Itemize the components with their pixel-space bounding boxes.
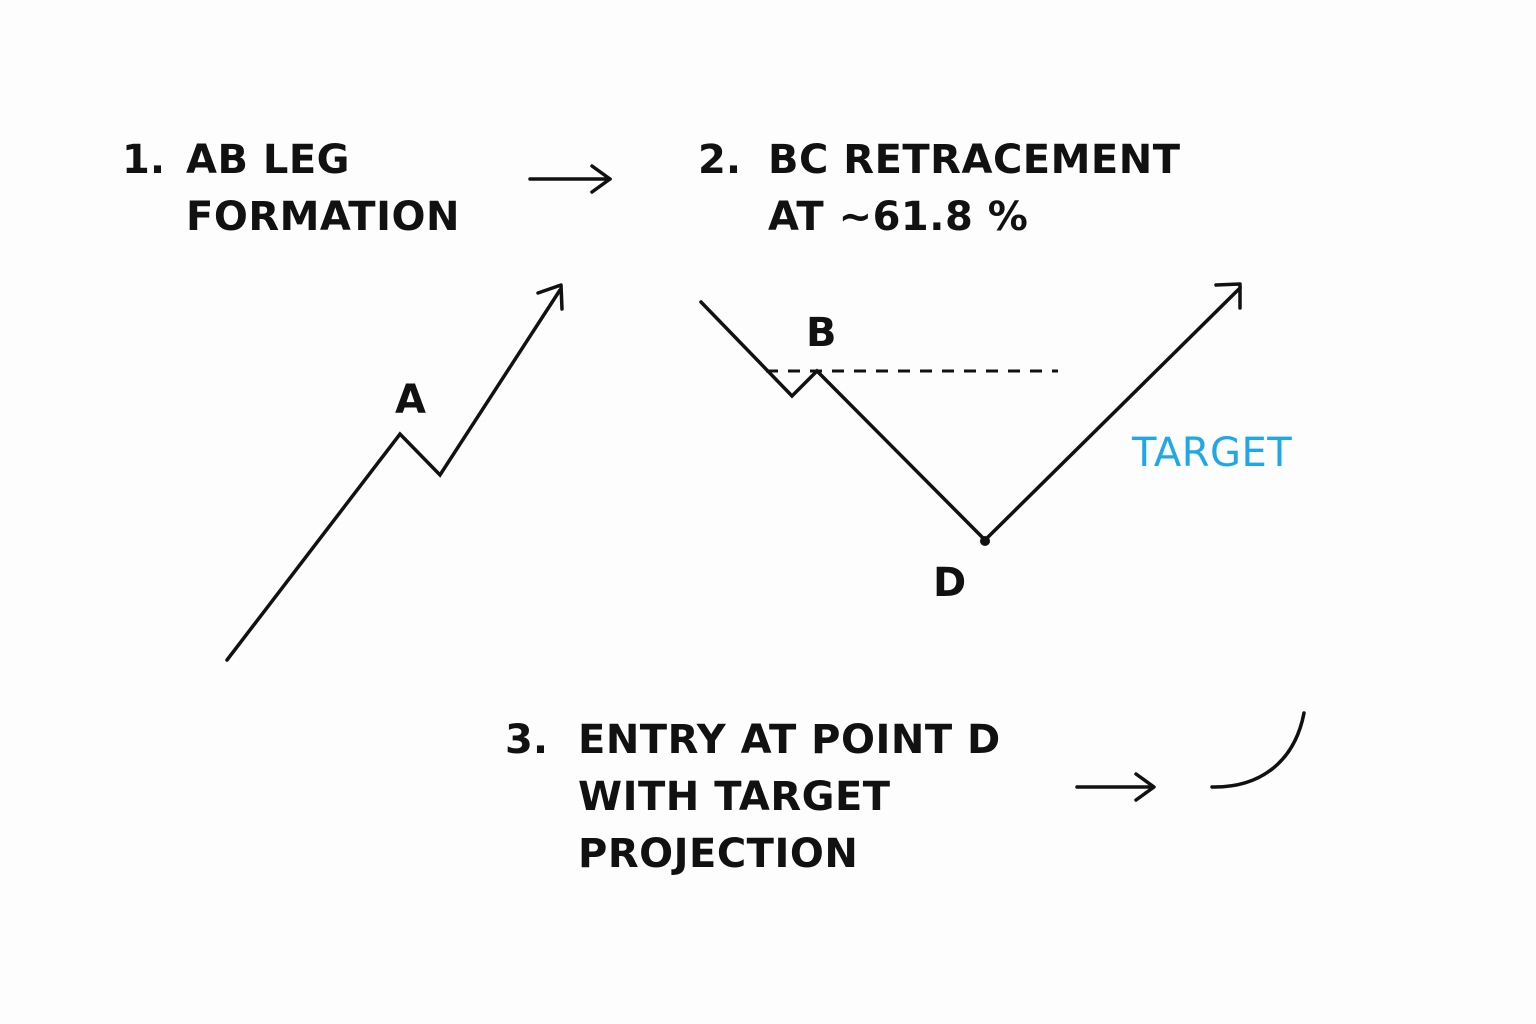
step-2-line-2: AT ~61.8 % — [768, 194, 1029, 240]
step-2-line-1: BC RETRACEMENT — [768, 137, 1181, 183]
step-1-line-2: FORMATION — [186, 194, 460, 240]
step-3-line-1: ENTRY AT POINT D — [578, 717, 1001, 763]
projection-curve — [1210, 711, 1306, 789]
bcd-pattern-path — [699, 282, 1242, 543]
point-a-label: A — [395, 377, 426, 423]
step-1-line-1: AB LEG — [186, 137, 351, 183]
target-label: TARGET — [1132, 430, 1293, 476]
flow-arrow-3 — [1075, 772, 1156, 802]
target-arrowhead — [1214, 282, 1242, 310]
flow-arrow-1-to-2 — [528, 164, 612, 194]
step-3-number: 3. — [505, 717, 549, 763]
step-1-number: 1. — [122, 137, 166, 183]
step-2-number: 2. — [698, 137, 742, 183]
ab-arrowhead — [536, 283, 564, 311]
point-d-marker — [980, 536, 990, 546]
ab-leg-path — [225, 283, 564, 662]
step-3-line-2: WITH TARGET — [578, 774, 891, 820]
step-3-line-3: PROJECTION — [578, 831, 859, 877]
point-b-label: B — [806, 310, 837, 356]
point-d-label: D — [933, 560, 967, 606]
